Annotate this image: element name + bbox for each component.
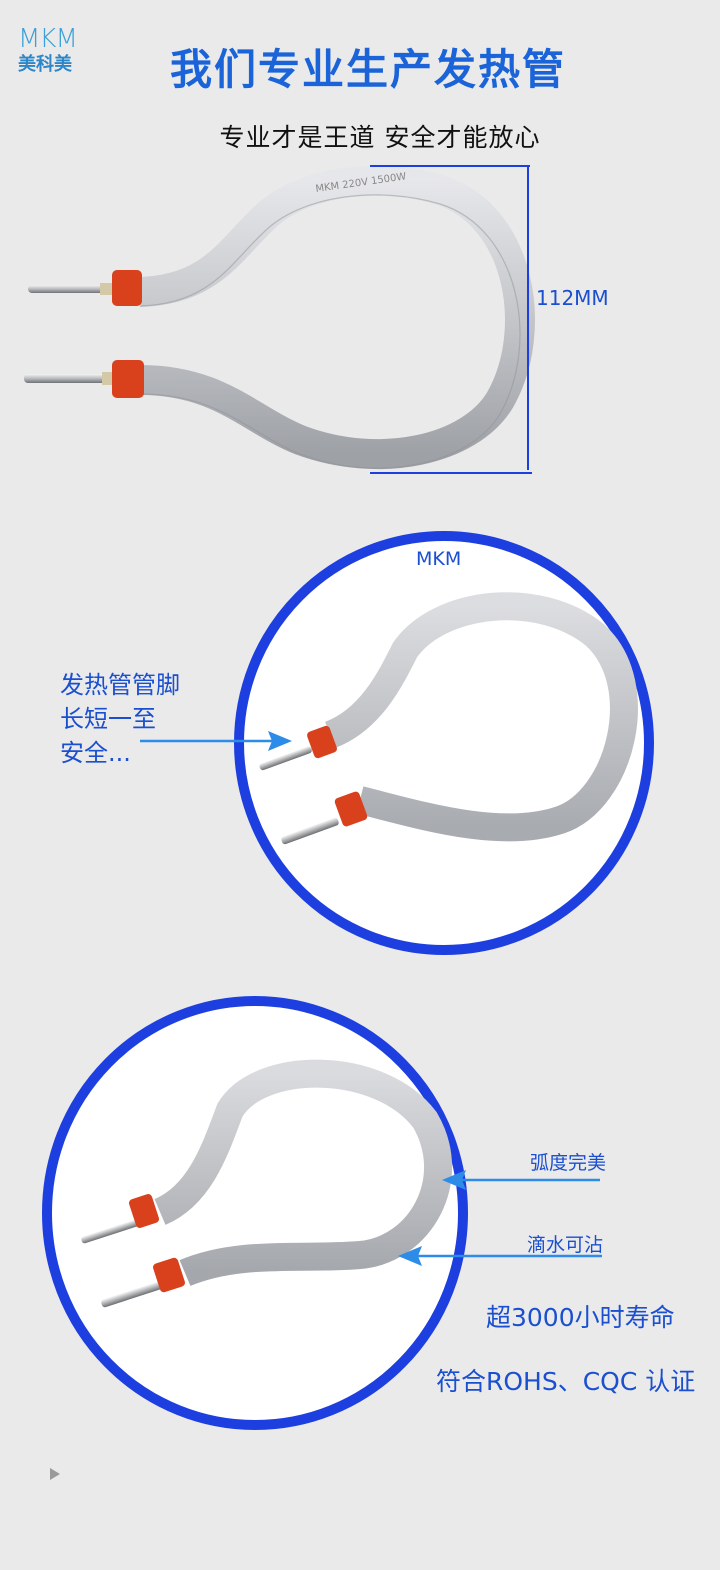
collar-middle-upper (307, 725, 337, 759)
collar-upper (112, 270, 142, 306)
tube-loop (139, 165, 535, 470)
arc-callout: 弧度完美 (530, 1152, 607, 1174)
pin-lower (24, 374, 110, 383)
dimension-label: 112MM (536, 286, 609, 310)
page-title: 我们专业生产发热管 (169, 45, 566, 94)
pins-callout: 发热管管脚 长短一至 安全... (60, 668, 180, 770)
pins-callout-line-1: 发热管管脚 (60, 671, 180, 699)
panel-bottom-graphic (42, 996, 602, 1480)
panel-middle-graphic (140, 531, 654, 955)
dimension-line (370, 165, 532, 474)
brand-logo: MKM 美科美 (18, 26, 82, 76)
collar-bottom-lower (153, 1257, 185, 1293)
collar-middle-lower (334, 791, 368, 827)
panel-brand: MKM (416, 548, 462, 570)
tube-loop-bottom (153, 1059, 453, 1287)
drip-callout: 滴水可沾 (527, 1234, 604, 1256)
logo-mark-text: MKM (18, 24, 78, 54)
heater-tube-photo-top: MKM 220V 1500W (24, 165, 535, 474)
tube-loop-middle (324, 592, 638, 842)
certification-note: 符合ROHS、CQC 认证 (436, 1367, 696, 1396)
logo-name-text: 美科美 (18, 54, 72, 75)
highlight-ring-middle (234, 531, 654, 955)
highlight-ring-bottom (42, 996, 468, 1430)
slogan: 专业才是王道 安全才能放心 (219, 123, 541, 152)
pin-upper (28, 285, 108, 293)
pins-callout-line-3: 安全... (60, 739, 131, 767)
lifetime-note: 超3000小时寿命 (486, 1303, 675, 1332)
collar-bottom-upper (128, 1194, 160, 1228)
collar-lower (112, 360, 144, 398)
pins-callout-line-2: 长短一至 (60, 705, 156, 733)
